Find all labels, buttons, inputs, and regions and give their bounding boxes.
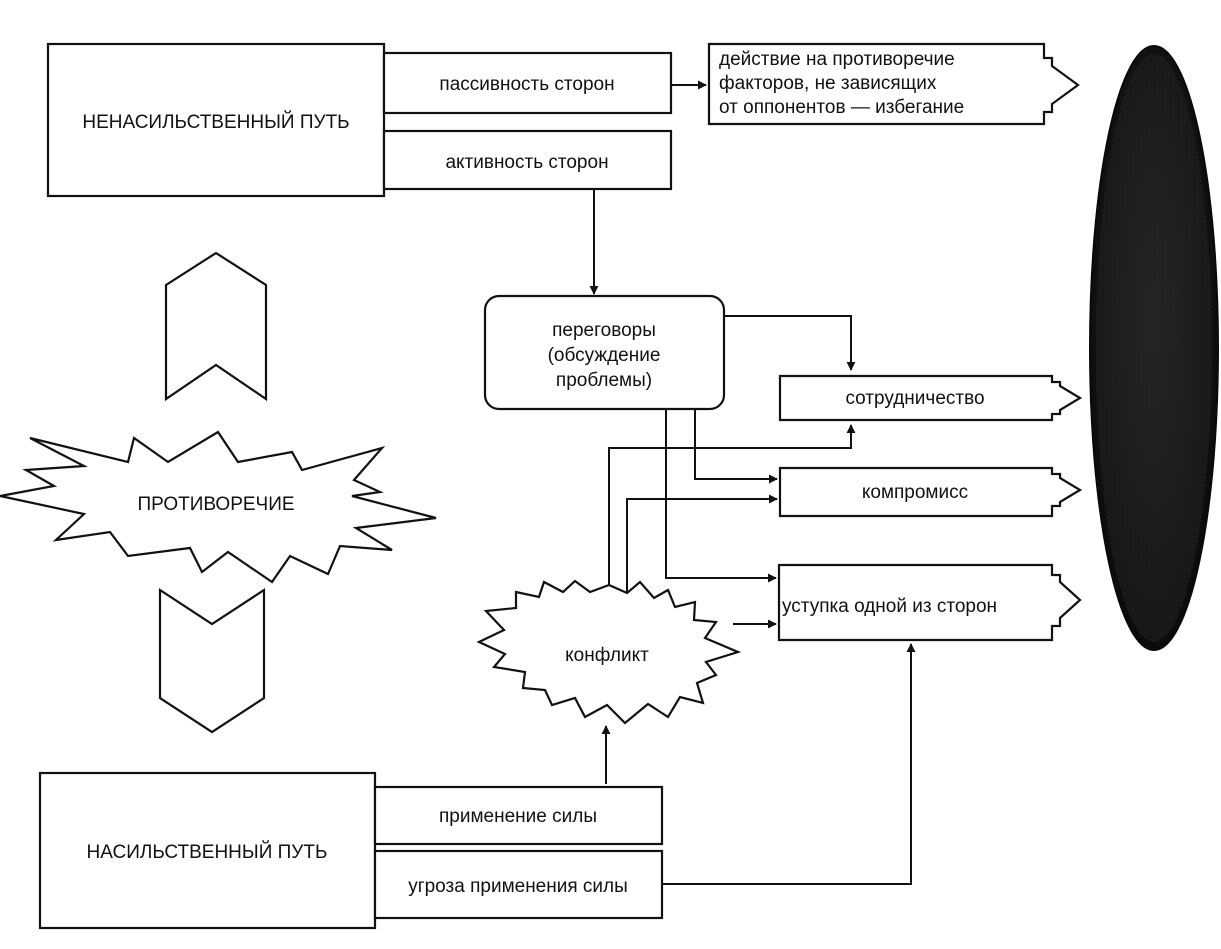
threat-of-force-label: угроза применения силы (408, 876, 628, 897)
conflict-starburst (476, 579, 742, 725)
use-of-force-box (373, 785, 664, 846)
avoidance-line-3: от оппонентов — избегание (719, 97, 964, 118)
arrow-conflict-cooperation (608, 424, 856, 585)
negotiations-line-3: проблемы) (556, 370, 652, 391)
contradiction-starburst (0, 430, 437, 584)
activity-label: активность сторон (445, 152, 608, 173)
negotiations-line-1: переговоры (552, 320, 656, 341)
chevron-up-shape (164, 251, 268, 402)
violent-path-label: НАСИЛЬСТВЕННЫЙ ПУТЬ (87, 841, 328, 863)
chevron-down-shape (158, 587, 266, 734)
passivity-label: пассивность сторон (439, 74, 614, 95)
activity-box (382, 129, 673, 191)
compromise-box (778, 466, 1083, 518)
concession-label: уступка одной из сторон (782, 596, 997, 617)
nonviolent-path-box (46, 42, 386, 198)
avoidance-line-1: действие на противоречие (719, 49, 955, 70)
compromise-label: компромисс (862, 482, 968, 503)
concession-box (777, 563, 1082, 642)
cooperation-box (778, 374, 1083, 422)
use-of-force-label: применение силы (439, 806, 597, 827)
arrow-negotiations-cooperation (724, 315, 856, 371)
contradiction-label: ПРОТИВОРЕЧИЕ (137, 494, 294, 515)
avoidance-box (707, 42, 1080, 126)
arrow-negotiations-compromise (694, 409, 778, 484)
arrow-negotiations-concession (665, 409, 777, 583)
ellipse-texture (1096, 54, 1212, 642)
avoidance-line-2: факторов, не зависящих (719, 73, 937, 94)
nonviolent-path-label: НЕНАСИЛЬСТВЕННЫЙ ПУТЬ (82, 111, 349, 133)
negotiations-line-2: (обсуждение (548, 345, 661, 366)
arrow-threat-concession (662, 643, 916, 885)
conflict-label: конфликт (565, 645, 649, 666)
violent-path-box (38, 771, 377, 930)
negotiations-box (483, 294, 726, 411)
arrow-conflict-compromise (626, 494, 778, 592)
passivity-box (382, 51, 673, 115)
cooperation-label: сотрудничество (845, 388, 984, 409)
threat-of-force-box (373, 849, 664, 920)
